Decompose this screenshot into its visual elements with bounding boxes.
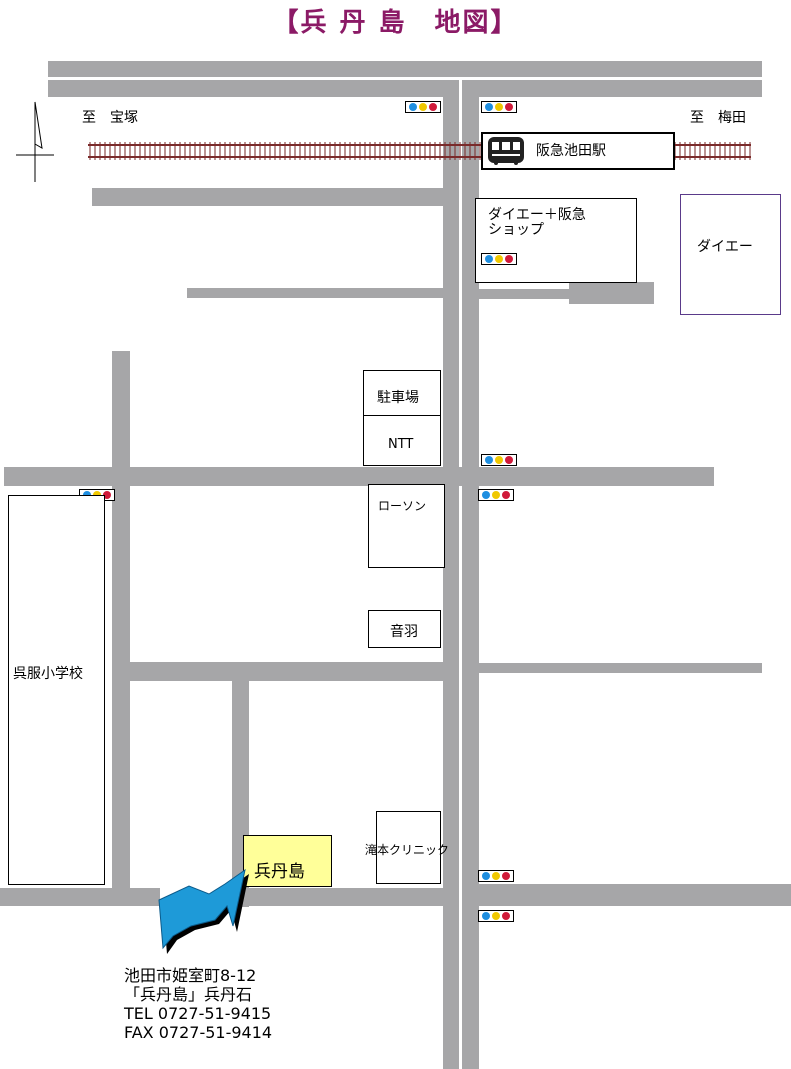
road-cross xyxy=(4,467,714,486)
traffic-signal-icon xyxy=(481,454,517,466)
direction-arrow-icon xyxy=(158,868,249,954)
parking-label: 駐車場 xyxy=(377,390,419,406)
train-icon xyxy=(488,137,524,165)
traffic-signal-icon xyxy=(478,489,514,501)
direction-west: 至 宝塚 xyxy=(82,110,138,126)
destination-label: 兵丹島 xyxy=(254,862,305,882)
address-tel: TEL 0727-51-9415 xyxy=(124,1004,272,1023)
road-bottom-mid xyxy=(240,888,453,906)
daiei-label: ダイエー xyxy=(697,239,753,255)
traffic-signal-icon xyxy=(478,870,514,882)
traffic-signal-icon xyxy=(405,101,441,113)
school-label: 呉服小学校 xyxy=(13,666,83,682)
address-block: 池田市姫室町8-12 「兵丹島」兵丹石 TEL 0727-51-9415 FAX… xyxy=(124,966,272,1042)
lawson-box xyxy=(368,484,445,568)
road-west-vertical xyxy=(112,351,130,890)
north-arrow-icon xyxy=(16,101,54,182)
clinic-box xyxy=(376,811,441,884)
road-mid-east xyxy=(477,289,572,299)
traffic-signal-icon xyxy=(481,253,517,265)
ntt-label: NTT xyxy=(388,437,414,452)
otowa-label: 音羽 xyxy=(390,624,418,640)
road-main-divider xyxy=(459,80,462,1069)
traffic-signal-icon xyxy=(481,101,517,113)
road-mid-west xyxy=(187,288,444,298)
road-lower-east xyxy=(477,663,762,673)
station-name: 阪急池田駅 xyxy=(536,143,606,159)
ntt-box xyxy=(363,415,441,466)
direction-east: 至 梅田 xyxy=(690,110,746,126)
road-bottom-east xyxy=(477,884,791,906)
daiei-hankyu-box xyxy=(475,198,637,283)
road-top-divider xyxy=(48,77,762,80)
daiei-box xyxy=(680,194,781,315)
road-lower-west xyxy=(124,662,453,681)
map-title: 【兵 丹 島 地図】 xyxy=(272,8,519,38)
daiei-hankyu-label: ダイエー＋阪急 ショップ xyxy=(488,207,586,238)
address-line2: 「兵丹島」兵丹石 xyxy=(124,985,253,1004)
road-west-upper xyxy=(92,188,444,206)
road-bottom-west xyxy=(0,888,160,906)
otowa-box xyxy=(368,610,441,648)
destination-box xyxy=(243,835,332,887)
address-fax: FAX 0727-51-9414 xyxy=(124,1023,273,1042)
road-east-block xyxy=(569,282,654,304)
traffic-signal-icon xyxy=(478,910,514,922)
clinic-label: 滝本クリニック xyxy=(365,843,450,857)
lawson-label: ローソン xyxy=(378,499,427,513)
school-box xyxy=(8,495,105,885)
address-line1: 池田市姫室町8-12 xyxy=(124,966,257,985)
